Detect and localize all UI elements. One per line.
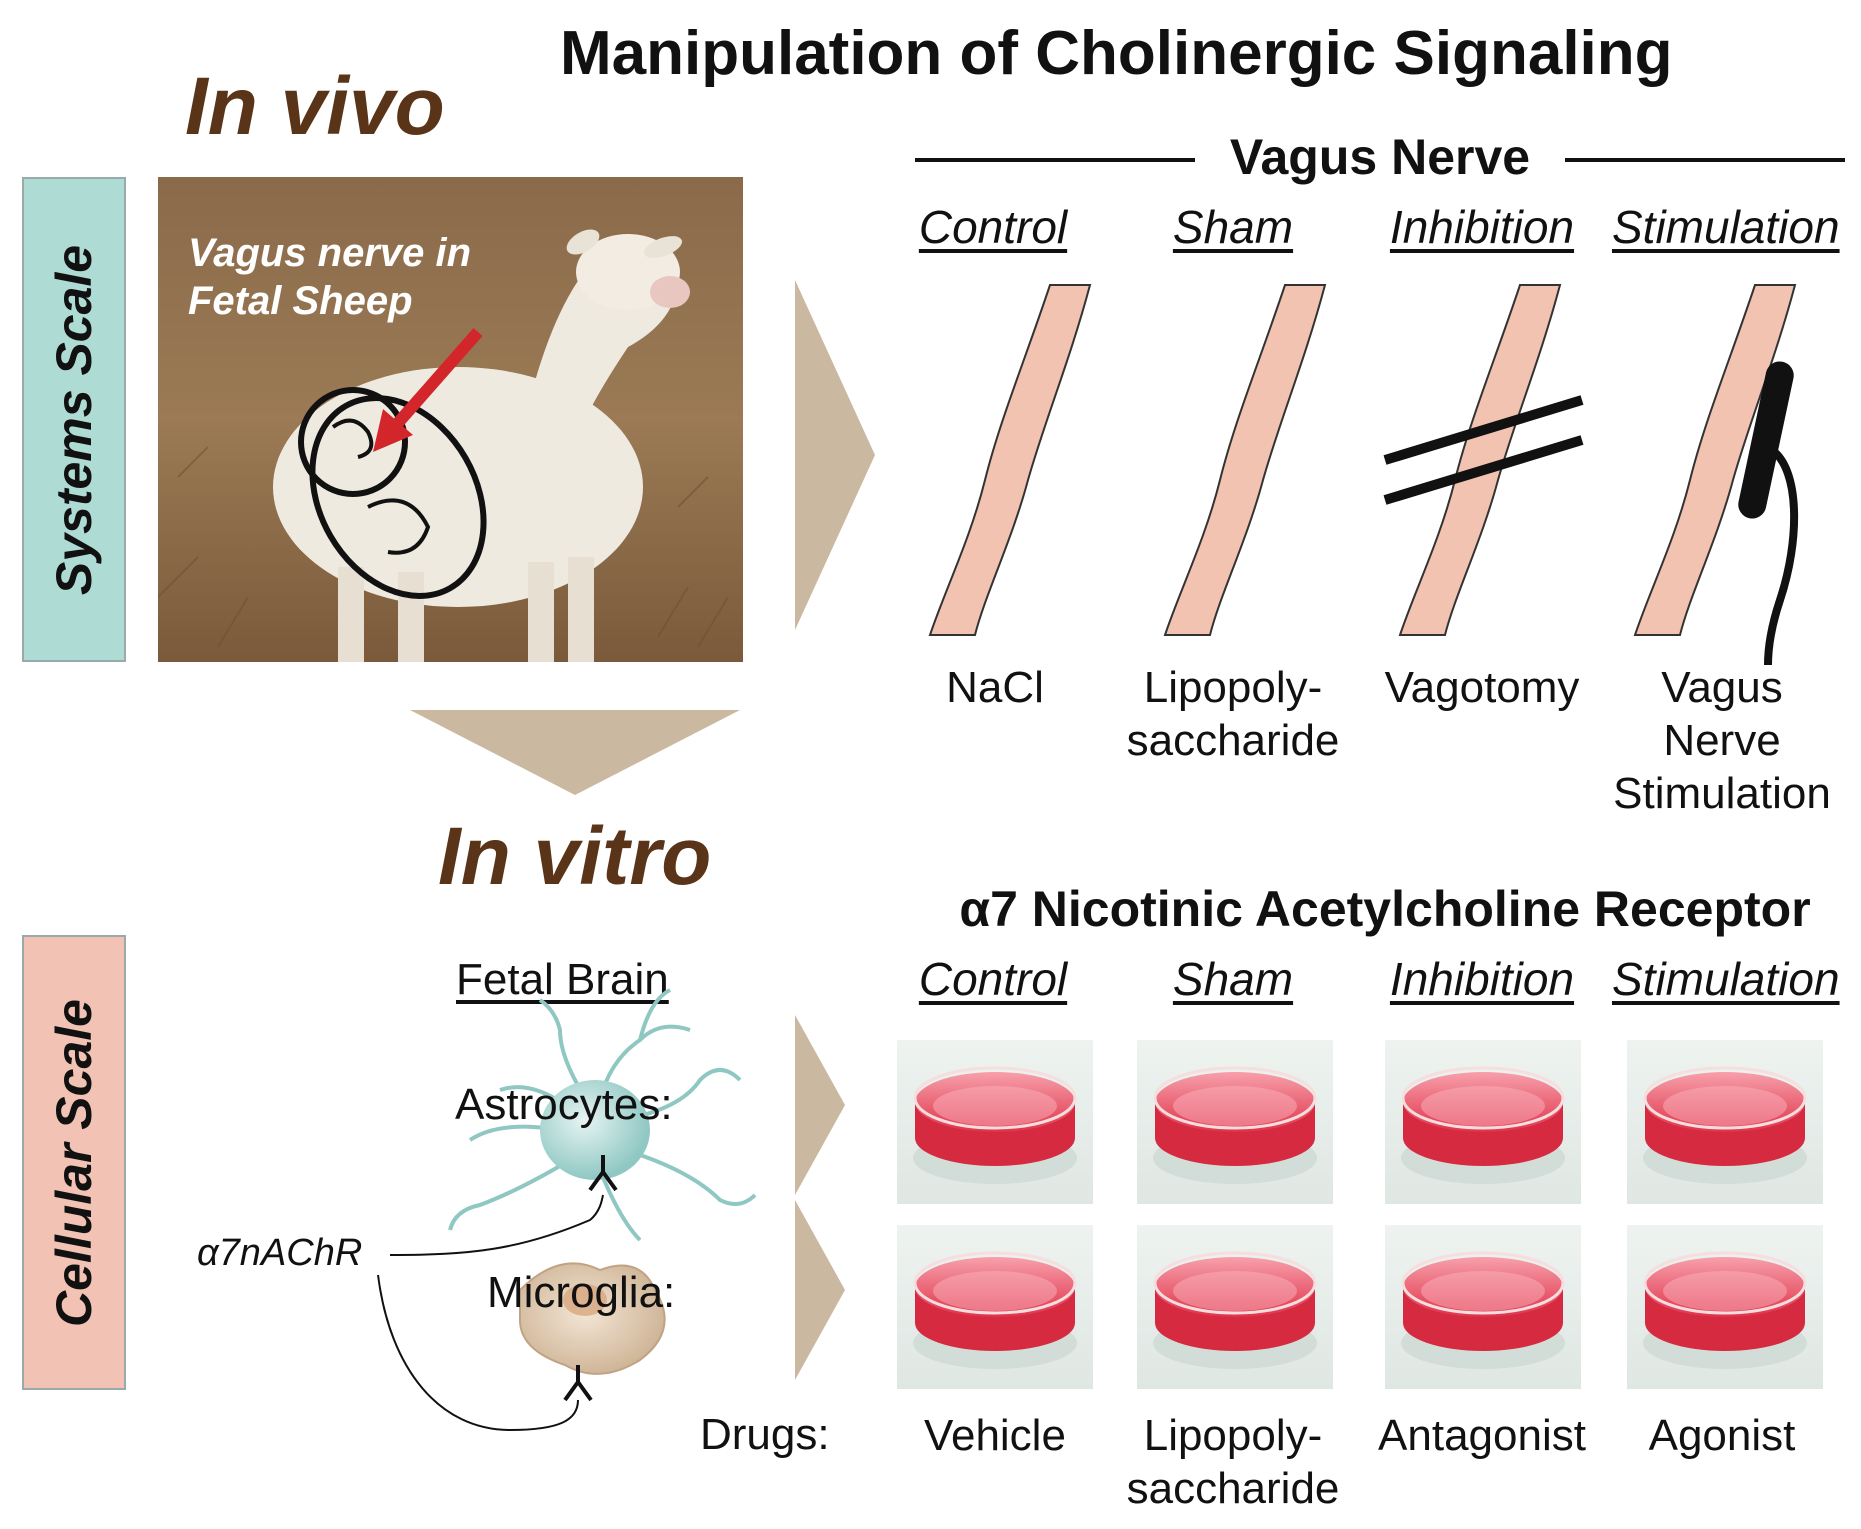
vivo-treatment-stimulation: Vagus Nerve Stimulation (1613, 663, 1831, 818)
receptor-pointer-microglia (377, 1274, 579, 1432)
petri-dish-microglia-sham (1137, 1225, 1333, 1389)
vivo-col-control: Control (918, 201, 1068, 253)
vitro-col-inhibition: Inhibition (1389, 953, 1575, 1005)
in-vitro-label: In vitro (438, 811, 712, 902)
drug-control: Vehicle (924, 1411, 1066, 1460)
petri-dish-microglia-control (897, 1225, 1093, 1389)
systems-scale-box: Systems Scale (22, 177, 126, 662)
astrocyte-body (540, 1080, 650, 1180)
nerve-control (928, 284, 1092, 636)
photo-caption-line1: Vagus nerve in (188, 231, 472, 275)
vagotomy-cut-lower (1383, 435, 1584, 505)
petri-dish-astrocytes-inhibition (1385, 1040, 1581, 1204)
receptor-label: α7nAChR (197, 1232, 363, 1274)
vagus-nerve-header: Vagus Nerve (1195, 128, 1565, 186)
vivo-col-stimulation: Stimulation (1612, 201, 1840, 253)
arrow-right-microglia (795, 1200, 845, 1380)
petri-dish-astrocytes-stimulation (1627, 1040, 1823, 1204)
vivo-treatment-control: NaCl (946, 663, 1044, 712)
figure-title: Manipulation of Cholinergic Signaling (560, 19, 1673, 88)
petri-dish-microglia-inhibition (1385, 1225, 1581, 1389)
drug-stimulation: Agonist (1648, 1411, 1796, 1460)
microglia-label: Microglia: (487, 1268, 676, 1317)
petri-dish-astrocytes-sham (1137, 1040, 1333, 1204)
drug-inhibition: Antagonist (1378, 1411, 1586, 1460)
receptor-pointer-astrocyte (389, 1194, 604, 1256)
vagotomy-cut-upper (1383, 395, 1584, 465)
microglia-body (519, 1262, 666, 1375)
nerve-inhibition (1383, 284, 1584, 636)
nerve-stimulation (1633, 284, 1799, 666)
nerve-sham (1163, 284, 1327, 636)
receptor-header: α7 Nicotinic Acetylcholine Receptor (959, 881, 1811, 937)
astrocyte-receptor (588, 1155, 618, 1192)
vivo-col-inhibition: Inhibition (1389, 201, 1575, 253)
astrocytes-label: Astrocytes: (455, 1080, 673, 1129)
arrow-right-vivo (795, 280, 875, 630)
microglia-receptor (563, 1365, 593, 1402)
vitro-col-sham: Sham (1172, 953, 1294, 1005)
sheep-photo: Vagus nerve in Fetal Sheep (158, 177, 743, 662)
fetal-brain-label: Fetal Brain (456, 955, 669, 1004)
in-vivo-label: In vivo (185, 61, 445, 152)
vitro-col-stimulation: Stimulation (1612, 953, 1840, 1005)
photo-caption-line2: Fetal Sheep (188, 279, 413, 323)
drug-sham: Lipopoly- saccharide (1126, 1411, 1340, 1513)
vitro-col-control: Control (918, 953, 1068, 1005)
petri-dish-astrocytes-control (897, 1040, 1093, 1204)
petri-dish-microglia-stimulation (1627, 1225, 1823, 1389)
electrode-wire (1764, 446, 1799, 666)
drugs-label: Drugs: (700, 1410, 830, 1459)
microglia-nucleus (563, 1284, 607, 1316)
vivo-treatment-inhibition: Vagotomy (1384, 663, 1580, 712)
vivo-col-sham: Sham (1172, 201, 1294, 253)
vivo-treatment-sham: Lipopoly- saccharide (1126, 663, 1340, 765)
stimulation-electrode (1738, 361, 1794, 519)
arrow-right-astrocytes (795, 1015, 845, 1195)
cellular-scale-box: Cellular Scale (22, 935, 126, 1390)
arrow-down (410, 710, 740, 795)
